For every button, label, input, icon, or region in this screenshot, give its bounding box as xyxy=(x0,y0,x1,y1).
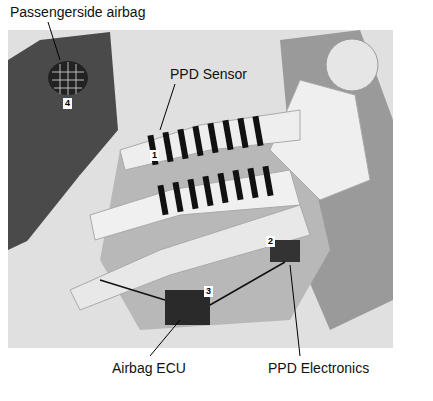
ppd-sensor xyxy=(147,116,273,216)
callout-number: 1 xyxy=(150,150,159,161)
door-panel xyxy=(8,175,110,330)
leader-line xyxy=(48,22,300,356)
dummy-arm xyxy=(120,110,300,170)
part-label: Airbag ECU xyxy=(112,360,186,376)
callout-number: 2 xyxy=(266,236,275,247)
dummy-head xyxy=(326,39,378,91)
part-label: PPD Sensor xyxy=(170,66,247,82)
photo-ground xyxy=(8,30,393,348)
wire xyxy=(100,262,285,305)
part-label: Passengerside airbag xyxy=(10,4,145,20)
callout-number: 4 xyxy=(63,98,72,109)
part-label: PPD Electronics xyxy=(268,360,369,376)
airbag-module xyxy=(48,61,88,95)
callout-number: 3 xyxy=(204,286,213,297)
